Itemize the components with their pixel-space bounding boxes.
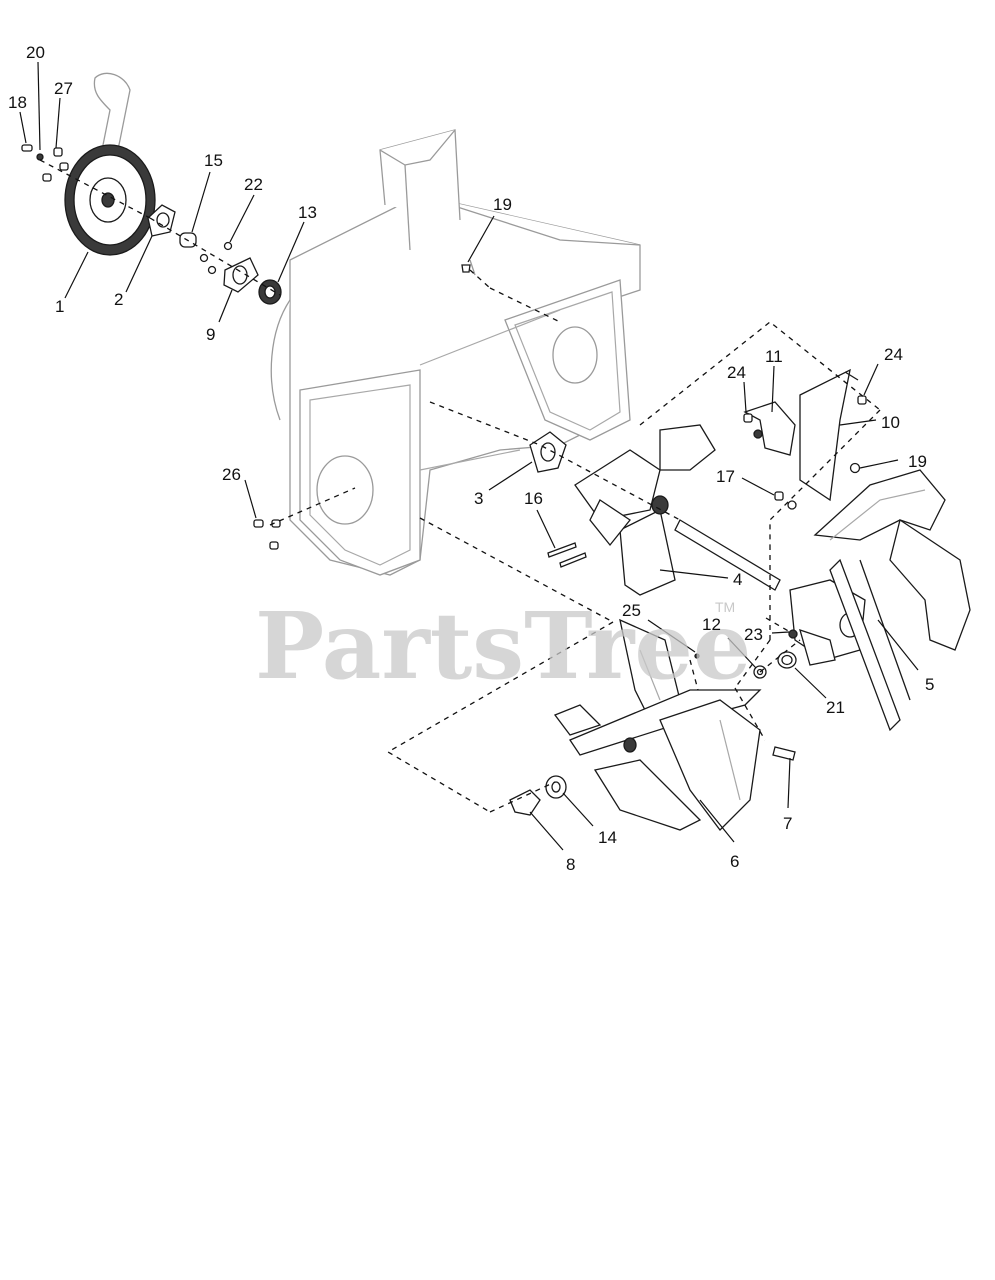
svg-text:TM: TM: [715, 599, 735, 615]
callout-4: 4: [733, 570, 742, 589]
bolt-7: [772, 746, 796, 761]
callout-1: 1: [55, 297, 64, 316]
washer-21: [777, 651, 797, 669]
callout-17: 17: [716, 467, 735, 486]
auger-shaft: [674, 519, 781, 591]
flange-bearing-8: [509, 789, 541, 816]
callout-14: 14: [598, 828, 617, 847]
callout-13: 13: [298, 203, 317, 222]
impeller: [574, 424, 716, 596]
leader-lines: [19, 61, 919, 851]
dashed-assembly-lines: [39, 159, 881, 813]
svg-text:PartsTree: PartsTree: [255, 592, 751, 700]
callout-24-left: 24: [727, 363, 746, 382]
callout-26: 26: [222, 465, 241, 484]
callout-9: 9: [206, 325, 215, 344]
callout-8: 8: [566, 855, 575, 874]
auger-right-5: [813, 469, 971, 732]
shear-pin-16: [547, 542, 587, 568]
pin-25: [694, 653, 700, 659]
callout-24-right: 24: [884, 345, 903, 364]
callout-labels: 20 27 18 15 22 13 19 1 2 9 24 11 24 10 1…: [8, 43, 934, 874]
callout-10: 10: [881, 413, 900, 432]
callout-19-top: 19: [493, 195, 512, 214]
pulley: [64, 144, 156, 256]
callout-11: 11: [765, 347, 783, 366]
callout-3: 3: [474, 489, 483, 508]
bearing-flange-9: [223, 257, 259, 293]
callout-18: 18: [8, 93, 27, 112]
hardware-bracket: [743, 395, 867, 510]
callout-25: 25: [622, 601, 641, 620]
hardware-small-upper-left: [21, 144, 69, 182]
bolt-19-top: [461, 264, 471, 273]
bushing-14: [545, 775, 567, 799]
callout-22: 22: [244, 175, 263, 194]
hardware-26: [253, 519, 281, 550]
callout-23: 23: [744, 625, 763, 644]
callout-12: 12: [702, 615, 721, 634]
callout-6: 6: [730, 852, 739, 871]
partstree-watermark: PartsTree TM: [255, 592, 751, 700]
callout-16: 16: [524, 489, 543, 508]
callout-21: 21: [826, 698, 845, 717]
nut-23: [788, 629, 798, 639]
bearing-flange-3: [529, 431, 567, 473]
callout-27: 27: [54, 79, 73, 98]
auger-left-6: [553, 618, 762, 831]
callout-5: 5: [925, 675, 934, 694]
callout-2: 2: [114, 290, 123, 309]
callout-20: 20: [26, 43, 45, 62]
bearing-13: [258, 279, 282, 305]
callout-19-right: 19: [908, 452, 927, 471]
callout-7: 7: [783, 814, 792, 833]
bracket-10: [799, 368, 859, 502]
nuts-22: [199, 241, 233, 275]
auger-housing: [270, 129, 641, 576]
bracket-11: [743, 401, 796, 456]
callout-15: 15: [204, 151, 223, 170]
